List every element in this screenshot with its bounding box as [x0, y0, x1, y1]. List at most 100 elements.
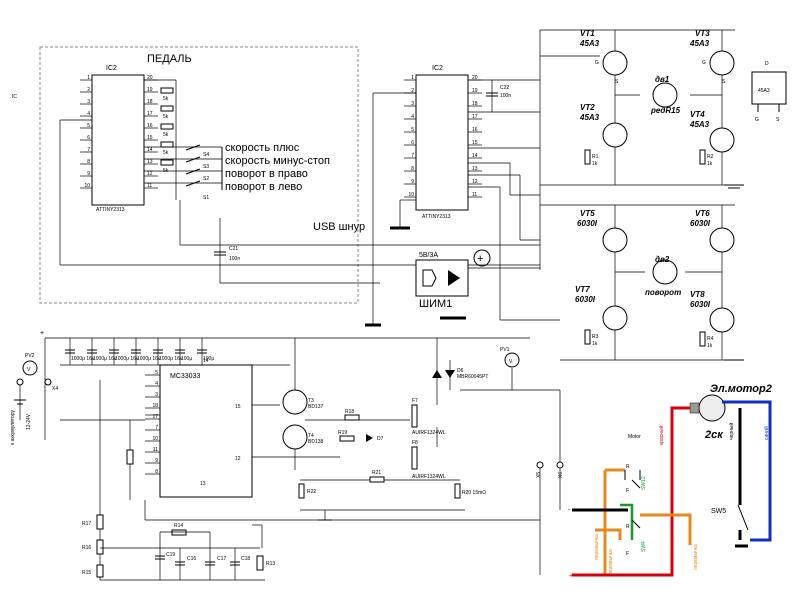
package-s: S	[776, 117, 780, 123]
r13-label: R13	[266, 561, 275, 567]
vt1-part: 45A3	[579, 39, 600, 48]
pin-number: 2	[87, 87, 90, 93]
pedal-resistor	[160, 159, 174, 166]
r4-label: R4	[707, 336, 714, 342]
pin-number: 6	[411, 140, 414, 146]
svg-text:V: V	[509, 359, 513, 365]
sw12-r: R	[626, 464, 630, 470]
pin-number: 10	[84, 183, 90, 189]
pin-number: 16	[472, 127, 478, 133]
pedal-ic-part: ATTINY2313	[96, 207, 125, 213]
diode-part: MBR60045PT	[457, 374, 488, 380]
mc-pin12: 12	[235, 456, 241, 462]
t3-desc: BD137	[308, 404, 324, 410]
pin-number: 5	[87, 123, 90, 129]
vt8-name: VT8	[690, 290, 705, 299]
pin-number: 5	[411, 127, 414, 133]
switch-s3: S3	[203, 164, 209, 170]
main-cap-value: 100n	[500, 93, 511, 99]
terminal-x3	[16, 378, 24, 386]
pedal-resistor-ladder: 5k 5k 5k 5k 5k	[144, 79, 177, 200]
capacitor-value: 1000μ 16v	[93, 356, 117, 362]
resistor-r18	[344, 414, 360, 421]
motor-dv2-desc: поворот	[645, 288, 681, 297]
x6-label: X6	[558, 472, 564, 478]
pin-number: 17	[152, 414, 158, 420]
mosfet-vt7	[602, 305, 628, 331]
pin-number: 5	[155, 370, 158, 376]
svg-text:V: V	[27, 367, 31, 373]
bridge-1: VT1 45A3 VT3 45A3 VT2 45A3 VT4 45A3 G G …	[540, 29, 744, 189]
motor-dv2-name: дв2	[655, 255, 670, 264]
pin-number: 12	[472, 179, 478, 185]
c18-label: C18	[241, 556, 250, 562]
wire-blue-label: синий	[763, 426, 770, 440]
wire-green	[620, 503, 634, 540]
pedal-resistor-value: 5k	[163, 96, 169, 102]
resistor-r22	[298, 483, 305, 499]
r3-value: 1k	[592, 341, 598, 347]
jumper-label-2: перемычка	[608, 549, 614, 575]
package-d: D	[765, 61, 769, 67]
main-ic-name: IC2	[432, 65, 443, 72]
resistor-r3	[584, 329, 591, 345]
switch-s1: S1	[203, 195, 209, 201]
pin-number: 9	[411, 179, 414, 185]
mc33033-label: MC33033	[170, 373, 200, 380]
pin-number: 19	[472, 88, 478, 94]
plus-sign: +	[569, 573, 573, 580]
plus-sign: +	[40, 330, 44, 337]
vt4-part: 45A3	[689, 120, 710, 129]
pin-number: 8	[411, 166, 414, 172]
pin-number: 7	[155, 425, 158, 431]
pedal-title: ПЕДАЛЬ	[147, 53, 192, 65]
r17-label: R17	[82, 521, 91, 527]
pin-number: 3	[87, 99, 90, 105]
pin-number: 12	[147, 171, 153, 177]
pin-number: 11	[147, 183, 152, 189]
r22-label: R22	[307, 489, 316, 495]
pin-number: 11	[153, 447, 158, 453]
vt4-name: VT4	[690, 110, 705, 119]
pin-number: 3	[155, 392, 158, 398]
pin-number: 9	[155, 458, 158, 464]
pin-number: 8	[155, 469, 158, 475]
voltmeter-pv2	[22, 360, 38, 376]
vt2-part: 45A3	[579, 113, 600, 122]
potentiometer	[96, 539, 104, 555]
battery-label: к аккумулятору	[10, 410, 16, 445]
pin-number: 20	[472, 75, 478, 81]
diode-d6-icon	[445, 370, 455, 378]
corner-ic-label: IC	[12, 94, 17, 100]
r18-label: R18	[345, 409, 354, 415]
resistor	[126, 449, 134, 465]
vt1-source: S	[615, 79, 619, 85]
pin-number: 18	[472, 101, 478, 107]
function-turn-right: поворот в право	[225, 168, 308, 180]
mosfet-vt6	[709, 227, 735, 253]
f7-label: F7	[412, 398, 418, 404]
vt3-name: VT3	[695, 29, 710, 38]
resistor-r1	[584, 149, 591, 165]
pin-number: 4	[155, 381, 158, 387]
arrow-right-icon	[422, 269, 437, 287]
package-45a3: D 45A3 G S	[751, 61, 787, 123]
function-speed-minus: скорость минус-стоп	[225, 155, 330, 167]
switch-s4: S4	[203, 152, 209, 158]
motor-dv2-icon	[652, 259, 678, 285]
vt2-name: VT2	[580, 103, 595, 112]
c19-label: C19	[166, 552, 175, 558]
pin-number: 18	[147, 99, 153, 105]
r21-label: R21	[372, 470, 381, 476]
pin-number: 11	[472, 192, 477, 198]
sw12-f: F	[626, 488, 629, 494]
c16-label: C16	[187, 556, 196, 562]
pedal-resistor	[160, 87, 174, 94]
